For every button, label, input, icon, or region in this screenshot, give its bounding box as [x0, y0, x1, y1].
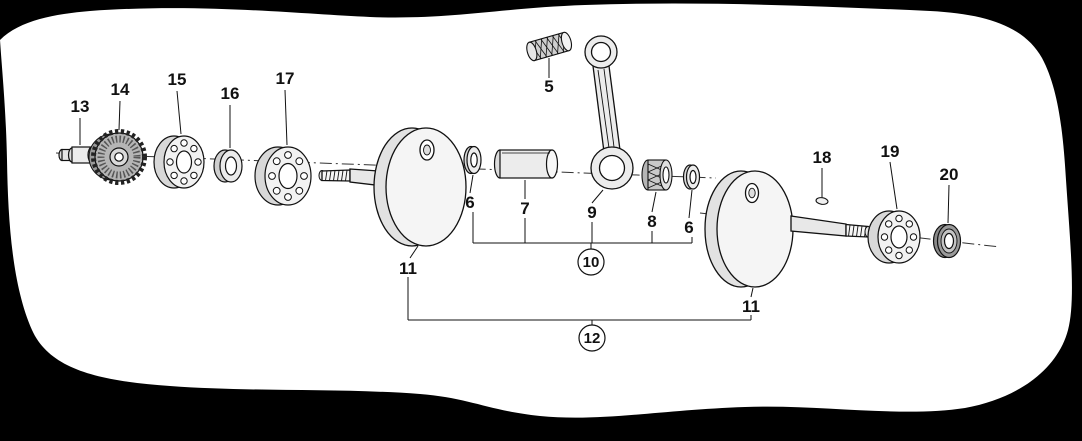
label-part-7: 7	[520, 199, 529, 218]
label-part-6-right: 6	[684, 218, 693, 237]
part-8-needle-bearing	[641, 159, 673, 191]
label-part-16: 16	[221, 84, 240, 103]
part-19-bearing	[867, 210, 921, 264]
bearing-balls	[880, 214, 918, 260]
part-9-connecting-rod	[584, 35, 634, 190]
circled-label-12: 12	[578, 324, 606, 352]
part-20-seal	[932, 223, 962, 259]
part-16-washer	[213, 149, 243, 183]
label-part-11-left: 11	[399, 259, 417, 278]
part-14-gear	[88, 129, 147, 185]
part-18-key	[815, 197, 829, 205]
circled-label-10: 10	[577, 248, 605, 276]
label-group-12: 12	[584, 330, 601, 347]
part-7-crank-pin	[493, 149, 559, 179]
label-part-19: 19	[881, 142, 900, 161]
label-part-11-right: 11	[742, 297, 760, 316]
crank-web-right	[704, 170, 872, 288]
label-part-6-left: 6	[465, 193, 474, 212]
bearing-balls	[166, 139, 202, 185]
label-group-10: 10	[583, 254, 600, 271]
label-part-14: 14	[111, 80, 130, 99]
part-17-bearing	[254, 146, 312, 206]
leader-lines	[79, 58, 950, 298]
bearing-balls	[268, 151, 308, 201]
part-15-bearing	[153, 135, 205, 189]
label-part-18: 18	[813, 148, 832, 167]
paper-background	[0, 3, 1072, 418]
label-part-15: 15	[168, 70, 187, 89]
part-6-washer-right	[682, 164, 701, 190]
label-part-9: 9	[587, 203, 596, 222]
part-6-washer-left	[463, 145, 482, 175]
thread-hatch	[325, 170, 348, 181]
label-part-17: 17	[276, 69, 295, 88]
label-part-5: 5	[544, 77, 553, 96]
label-part-20: 20	[940, 165, 959, 184]
group-bracket-12	[407, 277, 752, 325]
group-bracket-10	[472, 212, 693, 249]
label-part-13: 13	[71, 97, 90, 116]
part-labels: 13 14 15 16 17 5 6 7 9 8 6 11 11 18 19 2…	[71, 69, 959, 316]
part-5-needle-cage	[526, 31, 573, 62]
label-part-8: 8	[647, 212, 656, 231]
crank-web-left	[318, 127, 467, 247]
